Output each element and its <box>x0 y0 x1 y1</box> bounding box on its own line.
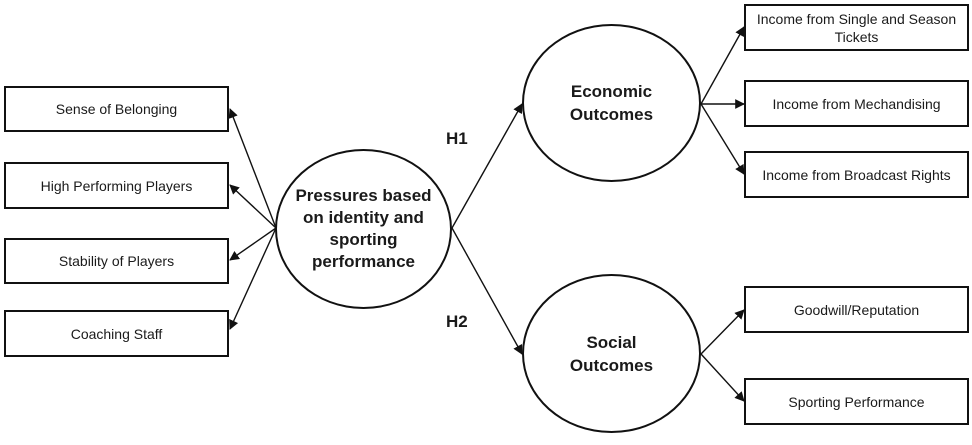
arrow-to-sporting-performance <box>700 353 745 402</box>
circle-economic-outcomes: Economic Outcomes <box>522 24 701 182</box>
box-sense-of-belonging: Sense of Belonging <box>4 86 229 132</box>
arrow-h1 <box>451 103 523 229</box>
circle-pressures-label: Pressures based on identity and sporting… <box>295 186 432 271</box>
arrow-to-sense-of-belonging <box>228 108 277 229</box>
box-sporting-performance: Sporting Performance <box>744 378 969 425</box>
box-goodwill-reputation: Goodwill/Reputation <box>744 286 969 333</box>
arrow-to-goodwill <box>700 309 745 355</box>
box-income-merchandising: Income from Mechandising <box>744 80 969 127</box>
arrow-to-coaching-staff <box>229 227 277 330</box>
circle-pressures: Pressures based on identity and sporting… <box>275 149 452 309</box>
label-h1: H1 <box>446 129 468 148</box>
circle-social-outcomes: Social Outcomes <box>522 274 701 433</box>
box-coaching-staff: Coaching Staff <box>4 310 229 357</box>
box-high-performing-players: High Performing Players <box>4 162 229 209</box>
arrow-to-tickets <box>700 26 745 105</box>
arrow-to-high-performing-players <box>229 184 277 229</box>
arrow-to-stability-of-players <box>229 227 277 261</box>
circle-economic-label: Economic Outcomes <box>569 82 654 124</box>
label-h2: H2 <box>446 312 468 331</box>
circle-social-label: Social Outcomes <box>569 332 654 375</box>
box-stability-of-players: Stability of Players <box>4 238 229 284</box>
box-income-broadcast: Income from Broadcast Rights <box>744 151 969 198</box>
arrow-h2 <box>451 227 523 355</box>
box-income-tickets: Income from Single and Season Tickets <box>744 4 969 51</box>
arrow-to-broadcast <box>700 103 745 175</box>
